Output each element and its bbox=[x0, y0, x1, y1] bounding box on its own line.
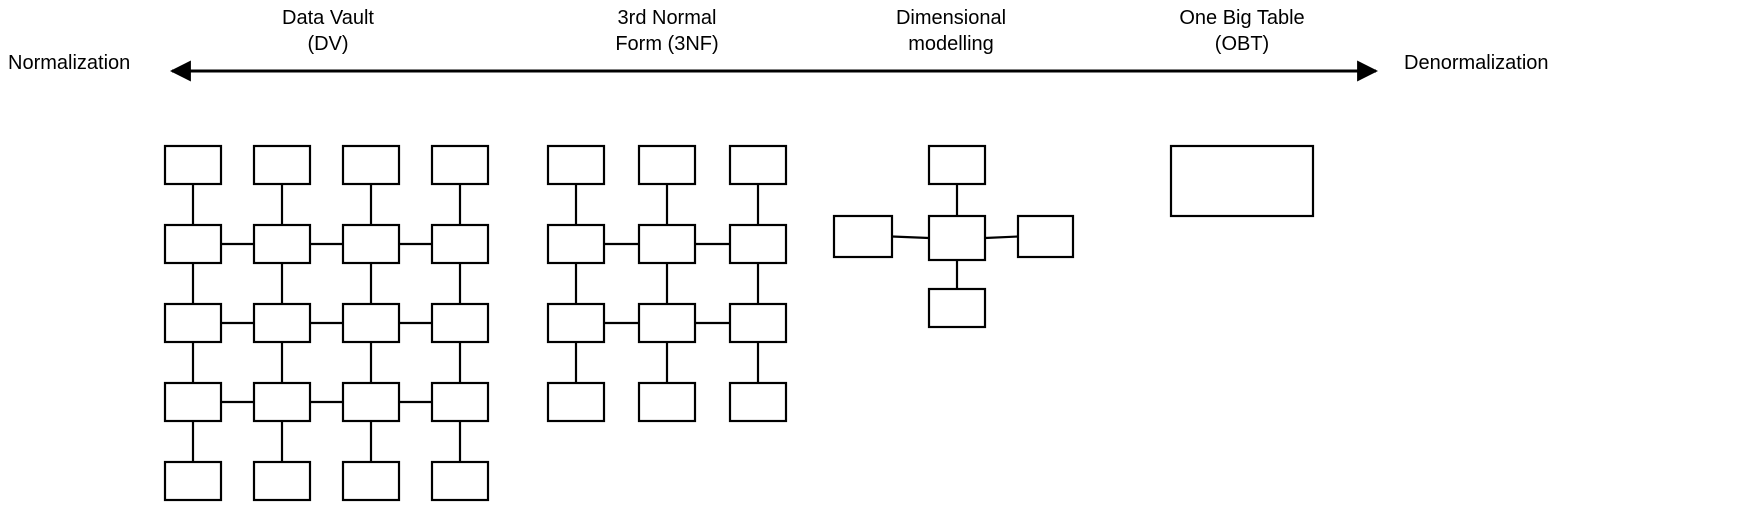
stage-label-one-big-table: One Big Table (OBT) bbox=[1179, 7, 1305, 56]
third-normal-form-entity-box bbox=[637, 144, 697, 186]
data-vault-entity-box bbox=[252, 381, 312, 423]
third-normal-form-entity-box bbox=[728, 381, 788, 423]
data-vault-entity-box bbox=[252, 302, 312, 344]
dimensional-modelling-dimension-bottom bbox=[927, 287, 987, 329]
third-normal-form-entity-box bbox=[546, 381, 606, 423]
dimensional-modelling-connector bbox=[891, 235, 930, 240]
data-vault-entity-box bbox=[252, 223, 312, 265]
third-normal-form-entity-box bbox=[728, 144, 788, 186]
data-vault-entity-box bbox=[430, 302, 490, 344]
data-vault-entity-box bbox=[430, 144, 490, 186]
data-vault-entity-box bbox=[163, 302, 223, 344]
data-vault-entity-box bbox=[252, 460, 312, 502]
stage-label-dimensional-modelling: Dimensional modelling bbox=[895, 7, 1007, 56]
data-vault-entity-box bbox=[341, 223, 401, 265]
data-vault-entity-box bbox=[341, 302, 401, 344]
third-normal-form-entity-box bbox=[546, 144, 606, 186]
one-big-table-table-box bbox=[1169, 144, 1315, 218]
data-vault-entity-box bbox=[163, 223, 223, 265]
data-vault-entity-box bbox=[430, 223, 490, 265]
data-vault-entity-box bbox=[341, 460, 401, 502]
axis-label-denormalization: Denormalization bbox=[1404, 52, 1549, 74]
third-normal-form-entity-box bbox=[728, 302, 788, 344]
dimensional-modelling-fact-box bbox=[927, 214, 987, 262]
dimensional-modelling-dimension-top bbox=[927, 144, 987, 186]
third-normal-form-entity-box bbox=[728, 223, 788, 265]
data-vault-entity-box bbox=[341, 381, 401, 423]
data-vault-entity-box bbox=[163, 460, 223, 502]
dimensional-modelling-dimension-left bbox=[832, 214, 894, 259]
dimensional-modelling-connector bbox=[984, 235, 1019, 240]
dimensional-modelling-dimension-right bbox=[1016, 214, 1075, 259]
data-vault-entity-box bbox=[341, 144, 401, 186]
axis-label-normalization: Normalization bbox=[8, 52, 131, 74]
data-vault-entity-box bbox=[252, 144, 312, 186]
data-vault-entity-box bbox=[430, 381, 490, 423]
third-normal-form-entity-box bbox=[637, 302, 697, 344]
third-normal-form-entity-box bbox=[637, 223, 697, 265]
stage-label-third-normal-form: 3rd Normal Form (3NF) bbox=[615, 7, 719, 56]
data-vault-entity-box bbox=[430, 460, 490, 502]
third-normal-form-entity-box bbox=[637, 381, 697, 423]
data-vault-entity-box bbox=[163, 144, 223, 186]
third-normal-form-entity-box bbox=[546, 223, 606, 265]
third-normal-form-entity-box bbox=[546, 302, 606, 344]
stage-label-data-vault: Data Vault (DV) bbox=[282, 7, 374, 56]
data-vault-entity-box bbox=[163, 381, 223, 423]
